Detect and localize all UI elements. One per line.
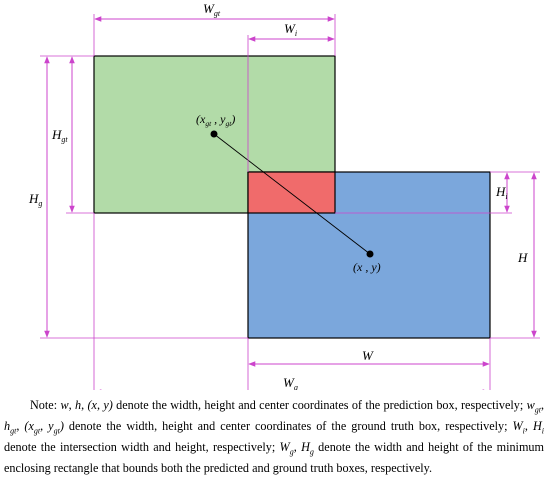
iou-diagram: Wgt Wi Hgt Hg Hi H W Wg (xgt , ygt) (x ,… [28,1,540,390]
note-xygt-symbol: (xgt, ygt) [24,419,64,436]
h-label: H [517,250,528,265]
wg-label: Wg [283,375,298,390]
note-hi-symbol: Hi [532,419,545,436]
wi-label: Wi [284,21,297,38]
note-w-symbol: w [60,398,69,412]
hi-label: Hi [495,184,508,201]
ground-truth-center-point [210,130,218,138]
wgt-label: Wgt [203,1,221,18]
extension-lines [40,14,540,390]
hgt-label: Hgt [51,127,68,144]
note-hgt-symbol: hgt [4,419,17,436]
hg-label: Hg [28,191,42,208]
note-wi-symbol: Wi [512,419,525,436]
note-prefix: Note: [30,398,61,412]
note-xy-symbol: (x, y) [87,398,113,412]
prediction-center-label: (x , y) [353,260,381,274]
note-h-symbol: h [74,398,82,412]
center-connector-line [213,133,371,255]
figure-note: Note: w, h, (x, y) denote the width, hei… [4,398,545,475]
note-hg-symbol: Hg [301,440,314,457]
prediction-center-point [366,250,374,258]
note-wg-symbol: Wg [279,440,294,457]
note-wgt-symbol: wgt [526,398,541,415]
intersection-box [247,171,336,214]
w-label: W [362,348,374,363]
ground-truth-center-label: (xgt , ygt) [196,112,235,128]
